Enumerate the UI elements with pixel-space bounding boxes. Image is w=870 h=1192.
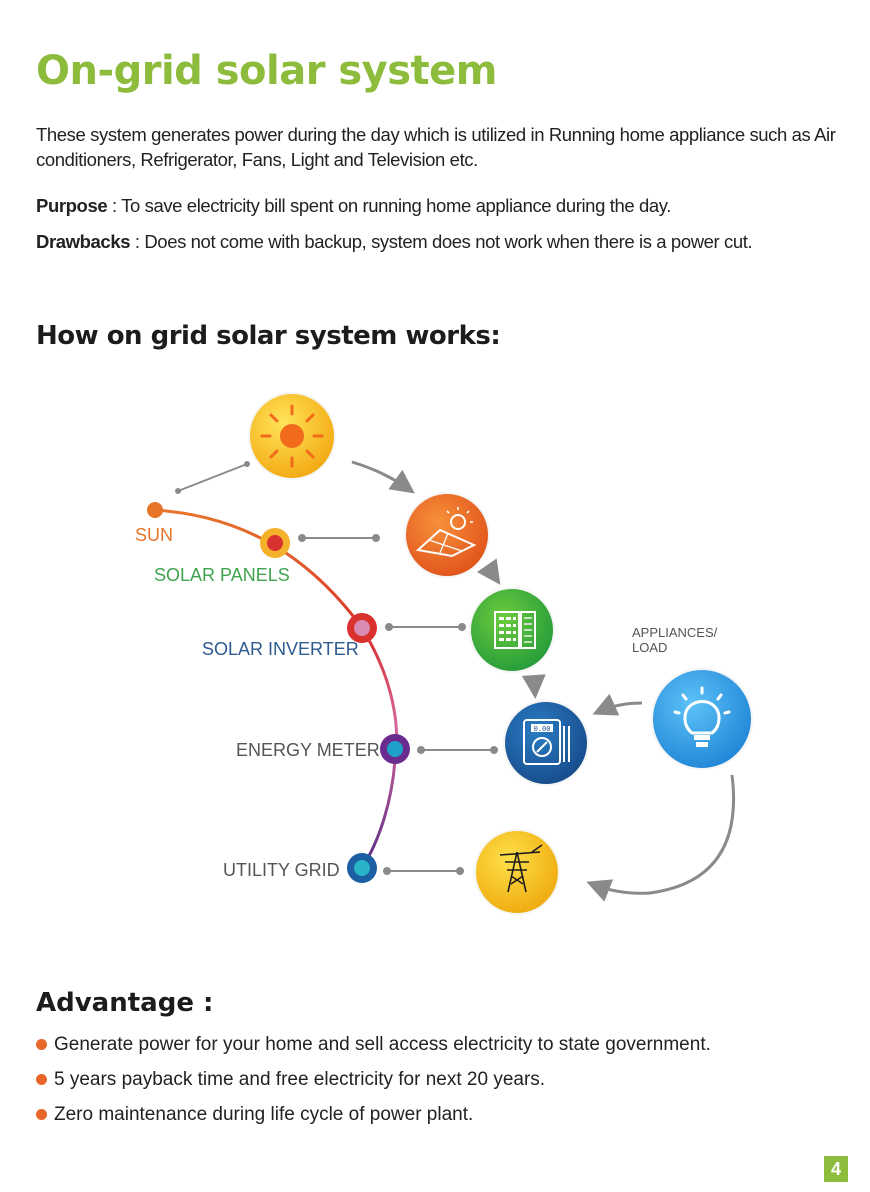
intro-paragraph: These system generates power during the … bbox=[36, 124, 836, 170]
solar-panel-icon bbox=[404, 492, 490, 578]
sun-connector bbox=[177, 463, 248, 492]
list-item: Generate power for your home and sell ac… bbox=[36, 1032, 711, 1067]
label-appliances: APPLIANCES/ bbox=[632, 625, 718, 640]
arrow-sun-to-panels bbox=[351, 460, 415, 494]
light-bulb-icon bbox=[651, 668, 753, 770]
label-energy-meter: ENERGY METER bbox=[236, 740, 380, 760]
list-item: Zero maintenance during life cycle of po… bbox=[36, 1102, 711, 1137]
sun-icon bbox=[248, 392, 336, 480]
energy-meter-icon: 0.00 bbox=[503, 700, 589, 786]
arrow-panels-to-inverter bbox=[476, 558, 501, 585]
advantage-list: Generate power for your home and sell ac… bbox=[36, 1032, 711, 1137]
how-it-works-diagram: SUN SOLAR PANELS SOLAR INVERTER ENERGY M… bbox=[135, 392, 753, 915]
advantage-heading: Advantage : bbox=[36, 988, 214, 1018]
list-item: 5 years payback time and free electricit… bbox=[36, 1067, 711, 1102]
arrow-inverter-to-meter bbox=[521, 674, 546, 699]
sun-node bbox=[147, 502, 163, 518]
bullet-icon bbox=[36, 1039, 47, 1050]
meter-display: 0.00 bbox=[534, 726, 551, 734]
drawbacks-text: Does not come with backup, system does n… bbox=[144, 231, 753, 252]
label-utility-grid: UTILITY GRID bbox=[223, 860, 340, 880]
bullet-icon bbox=[36, 1109, 47, 1120]
label-load: LOAD bbox=[632, 640, 667, 655]
advantage-text: 5 years payback time and free electricit… bbox=[54, 1069, 546, 1090]
page-title: On-grid solar system bbox=[36, 48, 497, 94]
inverter-icon bbox=[469, 587, 555, 673]
drawbacks-separator: : bbox=[130, 231, 145, 252]
drawbacks-line: Drawbacks : Does not come with backup, s… bbox=[36, 231, 753, 253]
advantage-text: Zero maintenance during life cycle of po… bbox=[54, 1104, 474, 1125]
purpose-text: To save electricity bill spent on runnin… bbox=[121, 195, 671, 216]
label-sun: SUN bbox=[135, 525, 173, 545]
purpose-separator: : bbox=[107, 195, 122, 216]
process-curve bbox=[154, 508, 399, 869]
arrow-load-to-grid bbox=[586, 774, 736, 902]
purpose-line: Purpose : To save electricity bill spent… bbox=[36, 195, 671, 217]
purpose-label: Purpose bbox=[36, 195, 108, 216]
label-solar-inverter: SOLAR INVERTER bbox=[202, 639, 359, 659]
page-number: 4 bbox=[824, 1156, 848, 1182]
label-solar-panels: SOLAR PANELS bbox=[154, 565, 290, 585]
power-tower-icon bbox=[474, 829, 560, 915]
drawbacks-label: Drawbacks bbox=[36, 231, 131, 252]
advantage-text: Generate power for your home and sell ac… bbox=[54, 1034, 711, 1055]
arrow-load-to-meter bbox=[592, 693, 643, 716]
bullet-icon bbox=[36, 1074, 47, 1085]
how-it-works-heading: How on grid solar system works: bbox=[36, 321, 501, 351]
